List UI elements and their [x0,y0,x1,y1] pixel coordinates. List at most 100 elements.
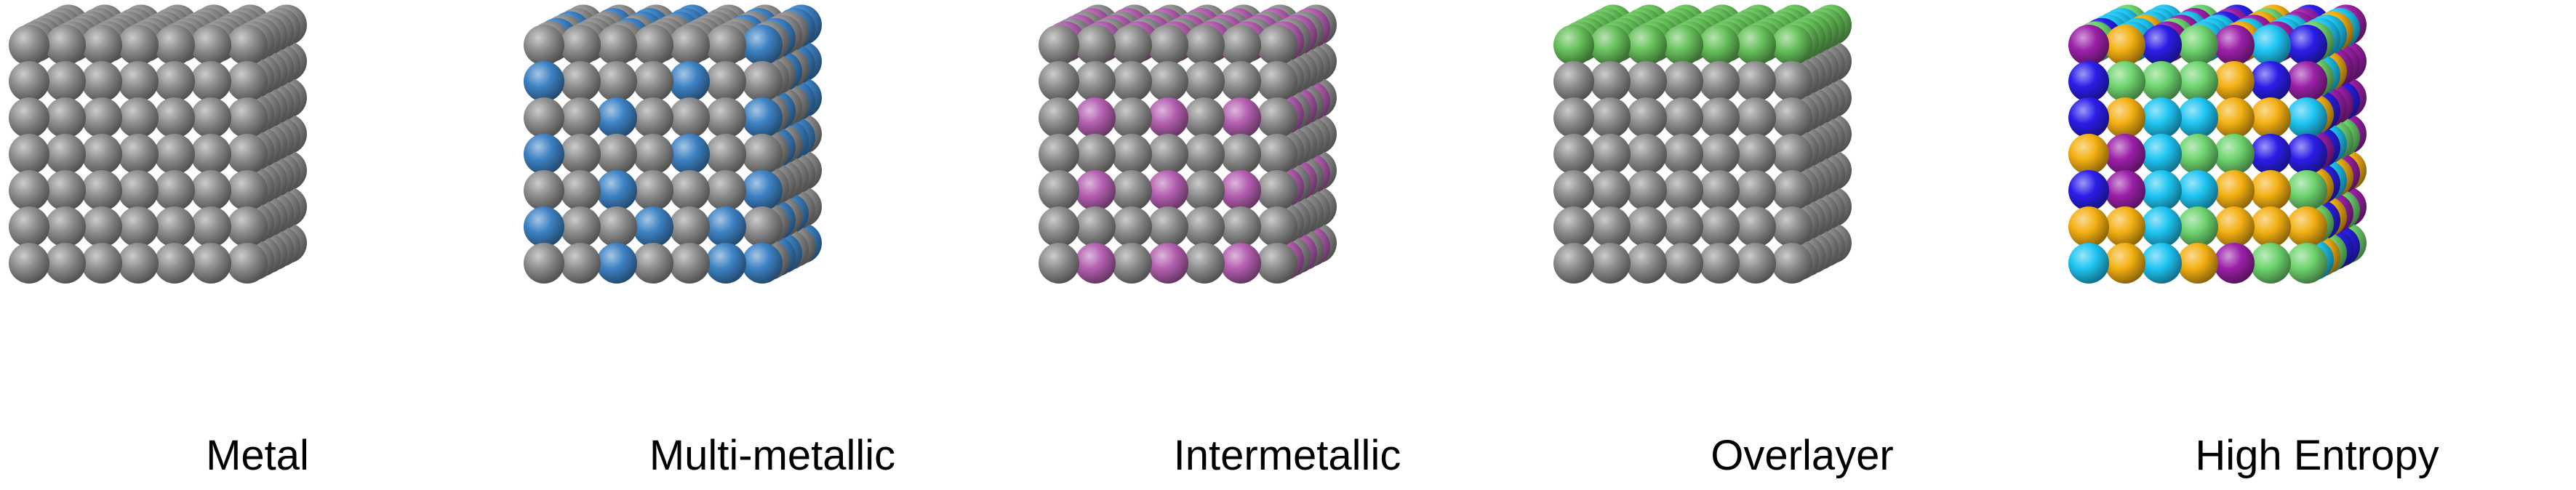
atom [1039,134,1079,174]
atom [1590,243,1631,284]
atom [596,97,637,138]
atom [1148,170,1188,211]
label-multimetallic: Multi-metallic [649,432,896,479]
atom [45,61,86,102]
atom [1735,243,1776,284]
atom [742,206,783,247]
atom [1184,134,1225,174]
atom [1735,134,1776,174]
atom [45,243,86,284]
atom [1663,61,1703,102]
atom [1626,61,1667,102]
atom [2105,170,2145,211]
atom [742,170,783,211]
atom [227,61,268,102]
atom [2287,25,2327,65]
atom [2177,97,2218,138]
atom [9,97,49,138]
atom [45,97,86,138]
atom [1553,134,1594,174]
atom [2105,61,2145,102]
atom [1184,243,1225,284]
atom [669,134,710,174]
atom [524,97,564,138]
atom [560,25,601,65]
atom [2141,170,2182,211]
atom [2214,25,2255,65]
atom [81,243,122,284]
atom [81,134,122,174]
atom [1772,243,1812,284]
atom [2214,170,2255,211]
atom [9,243,49,284]
atom [227,25,268,65]
atom [1039,61,1079,102]
atom [633,25,673,65]
atom [669,25,710,65]
atom [596,61,637,102]
atom [1111,25,1152,65]
atom [45,134,86,174]
atom [2141,97,2182,138]
atom [1220,170,1261,211]
atom [1772,170,1812,211]
atom [1626,134,1667,174]
atom [1039,243,1079,284]
atom [1111,134,1152,174]
atom [2177,25,2218,65]
atom [1699,243,1740,284]
atom [154,170,195,211]
atom [560,243,601,284]
atom [705,206,746,247]
atom [705,61,746,102]
atom [705,243,746,284]
atom [633,97,673,138]
atom [9,25,49,65]
atom [2105,134,2145,174]
atom [1075,134,1116,174]
atom [596,243,637,284]
atom [2177,206,2218,247]
atom [1111,206,1152,247]
atom [1699,97,1740,138]
atom [1590,97,1631,138]
atom [2177,134,2218,174]
atom [81,25,122,65]
atom [596,134,637,174]
atom [524,61,564,102]
atom [2214,134,2255,174]
atom [2287,243,2327,284]
atom [1626,170,1667,211]
atom [1626,25,1667,65]
atom [669,243,710,284]
atom [1699,61,1740,102]
atom [1553,25,1594,65]
panel-high-entropy: High Entropy [2060,0,2575,490]
atom [1735,25,1776,65]
atom [1257,243,1297,284]
atom [1553,97,1594,138]
atom [1075,206,1116,247]
atom [2141,206,2182,247]
atom [1111,97,1152,138]
atom [154,25,195,65]
atom [1735,170,1776,211]
atom [9,61,49,102]
atom [191,61,231,102]
atom [2068,243,2109,284]
atom [524,170,564,211]
atom [191,134,231,174]
atom [2287,206,2327,247]
atom [1220,243,1261,284]
atom [1111,170,1152,211]
atom [2177,243,2218,284]
atom [1148,134,1188,174]
atom [2287,97,2327,138]
atom [669,61,710,102]
atom [227,134,268,174]
atom [2141,61,2182,102]
atom [1148,25,1188,65]
atom [633,243,673,284]
atom [2068,134,2109,174]
